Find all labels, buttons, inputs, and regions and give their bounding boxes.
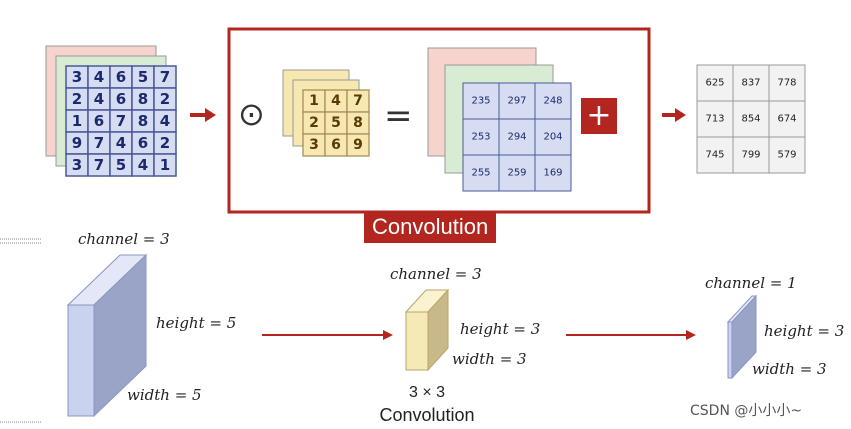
feature-front: 235 297 248 253 294 204 255 259 169: [462, 82, 572, 192]
mid-height-label: height = 3: [460, 320, 541, 338]
kernel-value: 2: [309, 115, 319, 131]
right-width-label: width = 3: [752, 360, 827, 378]
input-value: 2: [72, 90, 82, 108]
input-value: 4: [116, 134, 126, 152]
kernel-value: 7: [353, 93, 363, 109]
feature-cell: [534, 118, 572, 156]
input-value: 8: [138, 112, 148, 130]
feature-value: 169: [543, 168, 562, 179]
feature-value: 235: [471, 96, 490, 107]
feature-cell: [498, 118, 536, 156]
feature-value: 248: [543, 96, 562, 107]
arrow-left-to-mid: [262, 330, 393, 340]
input-value: 1: [72, 112, 82, 130]
feature-cell: [534, 82, 572, 120]
input-value: 6: [94, 112, 104, 130]
hadamard-operator: ⊙: [238, 95, 265, 133]
kernel-value: 6: [331, 137, 341, 153]
kernel-value: 4: [331, 93, 341, 109]
mid-caption-size: 3 × 3: [408, 384, 446, 401]
output-value: 579: [777, 150, 796, 161]
feature-cell: [498, 154, 536, 192]
input-value: 2: [160, 134, 170, 152]
arrow-input-to-conv: [190, 108, 216, 122]
input-value: 1: [160, 156, 170, 174]
kernel-value: 5: [331, 115, 341, 131]
input-value: 5: [116, 156, 126, 174]
feature-value: 297: [507, 96, 526, 107]
arrow-mid-to-right: [566, 330, 696, 340]
input-value: 5: [138, 68, 148, 86]
output-cell: [696, 136, 734, 174]
output-value: 625: [705, 78, 724, 89]
right-height-label: height = 3: [764, 322, 845, 340]
feature-value: 294: [507, 132, 526, 143]
kernel-value: 3: [309, 137, 319, 153]
output-value: 778: [777, 78, 796, 89]
mid-caption-convolution: Convolution: [379, 405, 475, 425]
input-value: 6: [116, 90, 126, 108]
left-volume-block: [66, 253, 148, 418]
output-cell: [768, 64, 806, 102]
left-channel-label: channel = 3: [78, 230, 170, 248]
kernel-value: 1: [309, 93, 319, 109]
feature-value: 255: [471, 168, 490, 179]
left-width-label: width = 5: [127, 386, 202, 404]
output-cell: [696, 100, 734, 138]
output-cell: [768, 100, 806, 138]
output-cell: [696, 64, 734, 102]
input-value: 4: [138, 156, 148, 174]
output-value: 854: [741, 114, 760, 125]
output-value: 745: [705, 150, 724, 161]
feature-value: 204: [543, 132, 562, 143]
input-value: 9: [72, 134, 82, 152]
input-value: 4: [94, 90, 104, 108]
kernel-value: 9: [353, 137, 363, 153]
feature-cell: [534, 154, 572, 192]
feature-value: 253: [471, 132, 490, 143]
right-channel-label: channel = 1: [705, 274, 797, 292]
input-value: 3: [72, 68, 82, 86]
equals-sign: =: [384, 96, 413, 136]
input-cell: [153, 153, 177, 177]
output-cell: [732, 64, 770, 102]
output-cell: [768, 136, 806, 174]
kernel-cell: [346, 133, 370, 157]
input-value: 4: [94, 68, 104, 86]
kernel-value: 8: [353, 115, 363, 131]
output-value: 674: [777, 114, 796, 125]
input-value: 7: [160, 68, 170, 86]
left-height-label: height = 5: [156, 314, 237, 332]
right-volume-block: [726, 294, 758, 380]
csdn-watermark: CSDN @小小小~: [690, 403, 803, 419]
plus-sign: +: [586, 98, 612, 133]
input-value: 7: [94, 156, 104, 174]
output-cell: [732, 100, 770, 138]
output-value: 837: [741, 78, 760, 89]
plus-box: [581, 98, 617, 134]
mid-width-label: width = 3: [452, 350, 527, 368]
output-value: 713: [705, 114, 724, 125]
input-value: 7: [94, 134, 104, 152]
convolution-banner: Convolution: [364, 211, 497, 243]
input-value: 2: [160, 90, 170, 108]
mid-channel-label: channel = 3: [390, 265, 482, 283]
input-value: 3: [72, 156, 82, 174]
input-value: 4: [160, 112, 170, 130]
input-value: 6: [138, 134, 148, 152]
feature-value: 259: [507, 168, 526, 179]
input-value: 6: [116, 68, 126, 86]
output-grid: 625 837 778 713 854 674 745 799 579: [696, 64, 806, 174]
output-value: 799: [741, 150, 760, 161]
mid-volume-block: [404, 288, 450, 372]
arrow-conv-to-output: [662, 108, 686, 122]
input-value: 8: [138, 90, 148, 108]
input-value: 7: [116, 112, 126, 130]
